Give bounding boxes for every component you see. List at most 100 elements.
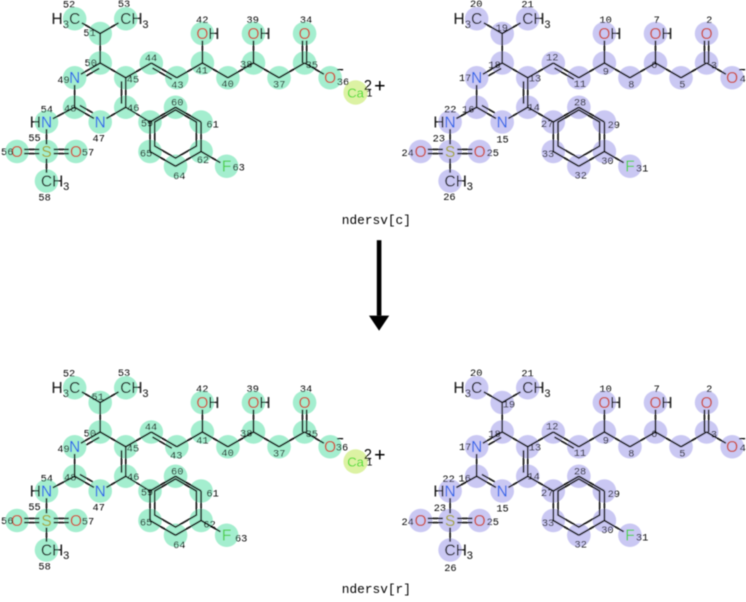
svg-text:21: 21 xyxy=(521,368,533,380)
svg-text:11: 11 xyxy=(574,79,586,91)
svg-text:O: O xyxy=(701,395,713,412)
svg-text:30: 30 xyxy=(601,156,613,168)
svg-text:O: O xyxy=(701,26,713,43)
svg-text:22: 22 xyxy=(444,105,456,117)
svg-text:43: 43 xyxy=(171,80,183,92)
svg-text:24: 24 xyxy=(401,517,413,529)
svg-text:S: S xyxy=(445,144,455,161)
svg-text:O: O xyxy=(649,26,661,43)
svg-text:19: 19 xyxy=(503,400,515,412)
svg-text:6: 6 xyxy=(651,429,657,441)
svg-text:C: C xyxy=(445,173,456,190)
svg-text:10: 10 xyxy=(599,384,611,396)
svg-text:58: 58 xyxy=(38,193,50,205)
svg-text:57: 57 xyxy=(82,147,94,159)
svg-text:3: 3 xyxy=(711,60,717,72)
svg-text:H: H xyxy=(259,26,270,43)
svg-text:1: 1 xyxy=(366,458,372,470)
svg-text:O: O xyxy=(196,395,208,412)
svg-text:18: 18 xyxy=(488,429,500,441)
svg-text:63: 63 xyxy=(235,533,247,545)
svg-text:43: 43 xyxy=(170,450,182,462)
svg-text:O: O xyxy=(196,26,208,43)
svg-text:O: O xyxy=(299,395,311,412)
svg-text:63: 63 xyxy=(233,163,245,175)
svg-text:C: C xyxy=(41,542,52,559)
svg-text:42: 42 xyxy=(196,15,208,27)
svg-text:Ca: Ca xyxy=(347,454,364,469)
svg-text:27: 27 xyxy=(541,488,553,500)
svg-text:H: H xyxy=(456,173,467,190)
svg-text:3: 3 xyxy=(467,181,473,193)
svg-text:47: 47 xyxy=(93,502,105,514)
svg-text:35: 35 xyxy=(306,429,318,441)
svg-text:12: 12 xyxy=(546,421,558,433)
svg-text:52: 52 xyxy=(63,368,75,380)
svg-text:65: 65 xyxy=(140,518,152,530)
svg-text:39: 39 xyxy=(247,384,259,396)
svg-text:60: 60 xyxy=(171,97,183,109)
svg-text:H: H xyxy=(52,173,63,190)
svg-text:F: F xyxy=(222,159,231,176)
svg-text:O: O xyxy=(324,70,336,87)
svg-text:N: N xyxy=(69,70,80,87)
svg-text:O: O xyxy=(11,513,23,530)
svg-text:3: 3 xyxy=(544,19,550,31)
svg-text:O: O xyxy=(70,144,82,161)
svg-text:40: 40 xyxy=(221,448,233,460)
svg-text:51: 51 xyxy=(92,392,104,404)
svg-text:29: 29 xyxy=(608,120,620,132)
svg-text:44: 44 xyxy=(145,53,157,65)
svg-text:8: 8 xyxy=(628,448,634,460)
svg-text:32: 32 xyxy=(575,170,587,182)
svg-text:14: 14 xyxy=(528,472,540,484)
svg-text:3: 3 xyxy=(465,388,471,400)
svg-text:2: 2 xyxy=(364,78,372,94)
svg-text:59: 59 xyxy=(141,487,153,499)
svg-text:O: O xyxy=(70,513,82,530)
svg-text:H: H xyxy=(610,26,621,43)
svg-text:62: 62 xyxy=(203,519,215,531)
svg-text:22: 22 xyxy=(442,474,454,486)
svg-text:16: 16 xyxy=(462,105,474,117)
svg-text:H: H xyxy=(661,26,672,43)
svg-text:O: O xyxy=(299,26,311,43)
svg-text:56: 56 xyxy=(1,516,13,528)
svg-text:H: H xyxy=(52,380,63,397)
svg-text:15: 15 xyxy=(496,503,508,515)
svg-text:H: H xyxy=(259,395,270,412)
svg-text:F: F xyxy=(222,528,231,545)
svg-text:4: 4 xyxy=(740,74,746,86)
svg-text:N: N xyxy=(445,114,456,131)
svg-text:20: 20 xyxy=(470,368,482,380)
svg-text:6: 6 xyxy=(651,60,657,72)
svg-text:49: 49 xyxy=(57,444,69,456)
svg-text:H: H xyxy=(661,395,672,412)
svg-text:26: 26 xyxy=(443,192,455,204)
svg-text:23: 23 xyxy=(434,503,446,515)
svg-text:15: 15 xyxy=(496,134,508,146)
svg-text:45: 45 xyxy=(127,444,139,456)
svg-text:H: H xyxy=(456,542,467,559)
svg-text:H: H xyxy=(52,542,63,559)
svg-text:3: 3 xyxy=(465,19,471,31)
svg-text:13: 13 xyxy=(529,443,541,455)
svg-text:50: 50 xyxy=(85,58,97,70)
svg-text:28: 28 xyxy=(574,97,586,109)
svg-text:H: H xyxy=(131,380,142,397)
svg-text:58: 58 xyxy=(38,562,50,574)
svg-text:3: 3 xyxy=(142,388,148,400)
svg-text:H: H xyxy=(131,11,142,28)
svg-text:H: H xyxy=(454,11,465,28)
svg-text:N: N xyxy=(471,70,482,87)
svg-text:7: 7 xyxy=(654,384,660,396)
svg-text:O: O xyxy=(598,395,610,412)
svg-text:42: 42 xyxy=(196,384,208,396)
svg-text:O: O xyxy=(726,70,738,87)
svg-text:46: 46 xyxy=(127,472,139,484)
svg-text:21: 21 xyxy=(521,0,533,11)
svg-text:9: 9 xyxy=(603,66,609,78)
svg-text:61: 61 xyxy=(206,488,218,500)
svg-text:C: C xyxy=(522,380,533,397)
svg-text:5: 5 xyxy=(679,448,685,460)
